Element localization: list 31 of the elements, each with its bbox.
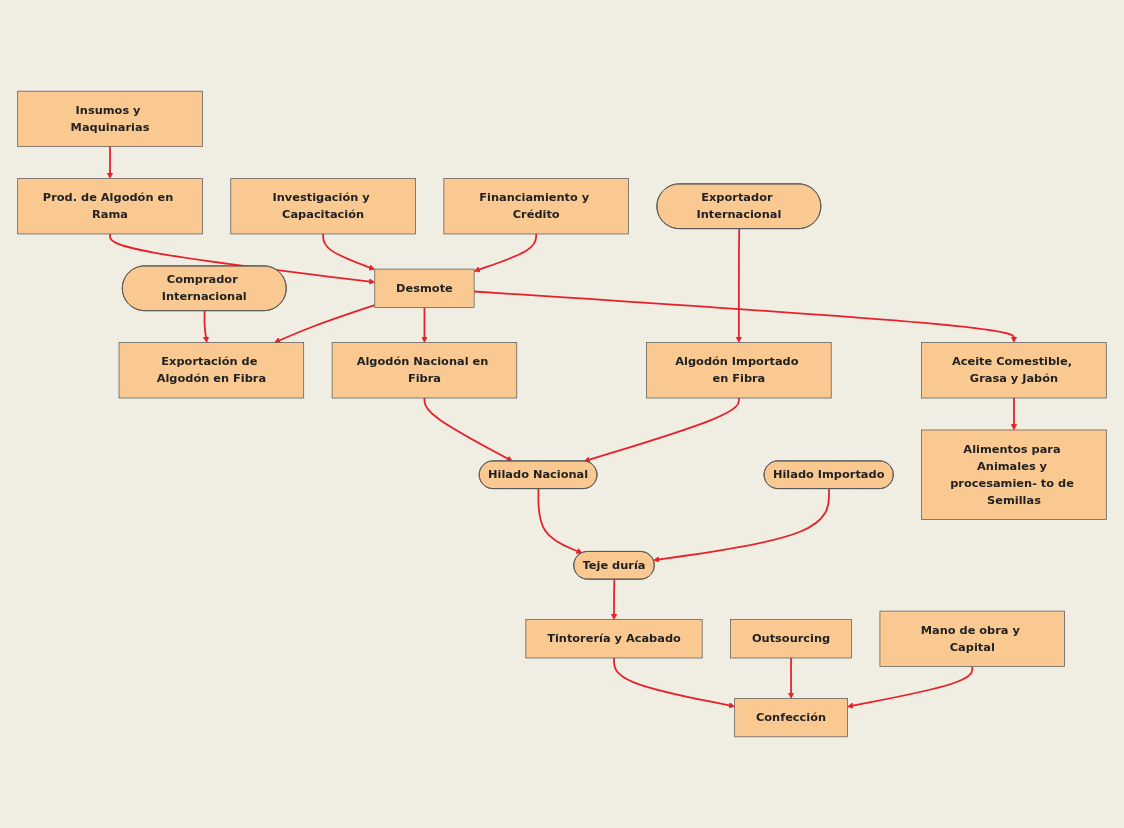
- node-box: Desmote: [374, 268, 475, 308]
- node-box: Mano de obra y Capital: [879, 610, 1065, 667]
- arrow: [423, 397, 513, 462]
- arrow: [847, 665, 974, 709]
- arrow: [202, 310, 210, 343]
- arrow: [322, 233, 376, 271]
- node-box: Algodón Nacional en Fibra: [331, 342, 518, 399]
- node-box: Outsourcing: [730, 619, 852, 659]
- node-box: Tintorería y Acabado: [525, 619, 703, 659]
- node-box: Prod. de Algodón en Rama: [17, 178, 203, 235]
- node-box: Alimentos para Animales y procesamien- to de Semillas: [921, 429, 1107, 520]
- arrow: [106, 145, 114, 179]
- arrow: [613, 657, 735, 709]
- node-box: Confección: [734, 698, 848, 738]
- arrow: [653, 488, 830, 563]
- node-box: Exportación de Algodón en Fibra: [118, 342, 305, 399]
- arrow: [787, 657, 795, 699]
- arrow: [1010, 397, 1018, 431]
- arrow: [537, 488, 583, 554]
- node-box: Financiamiento y Crédito: [443, 178, 629, 235]
- node-box: Aceite Comestible, Grasa y Jabón: [921, 342, 1107, 399]
- arrow: [473, 290, 1018, 343]
- arrow: [274, 304, 376, 344]
- node-box: Insumos y Maquinarias: [17, 90, 203, 147]
- arrow: [583, 397, 740, 463]
- arrow: [473, 233, 538, 273]
- node-box: Algodón Importado en Fibra: [646, 342, 832, 399]
- arrow: [421, 306, 428, 343]
- node-box: Investigación y Capacitación: [230, 178, 416, 235]
- arrow: [610, 578, 618, 620]
- arrow: [735, 228, 742, 343]
